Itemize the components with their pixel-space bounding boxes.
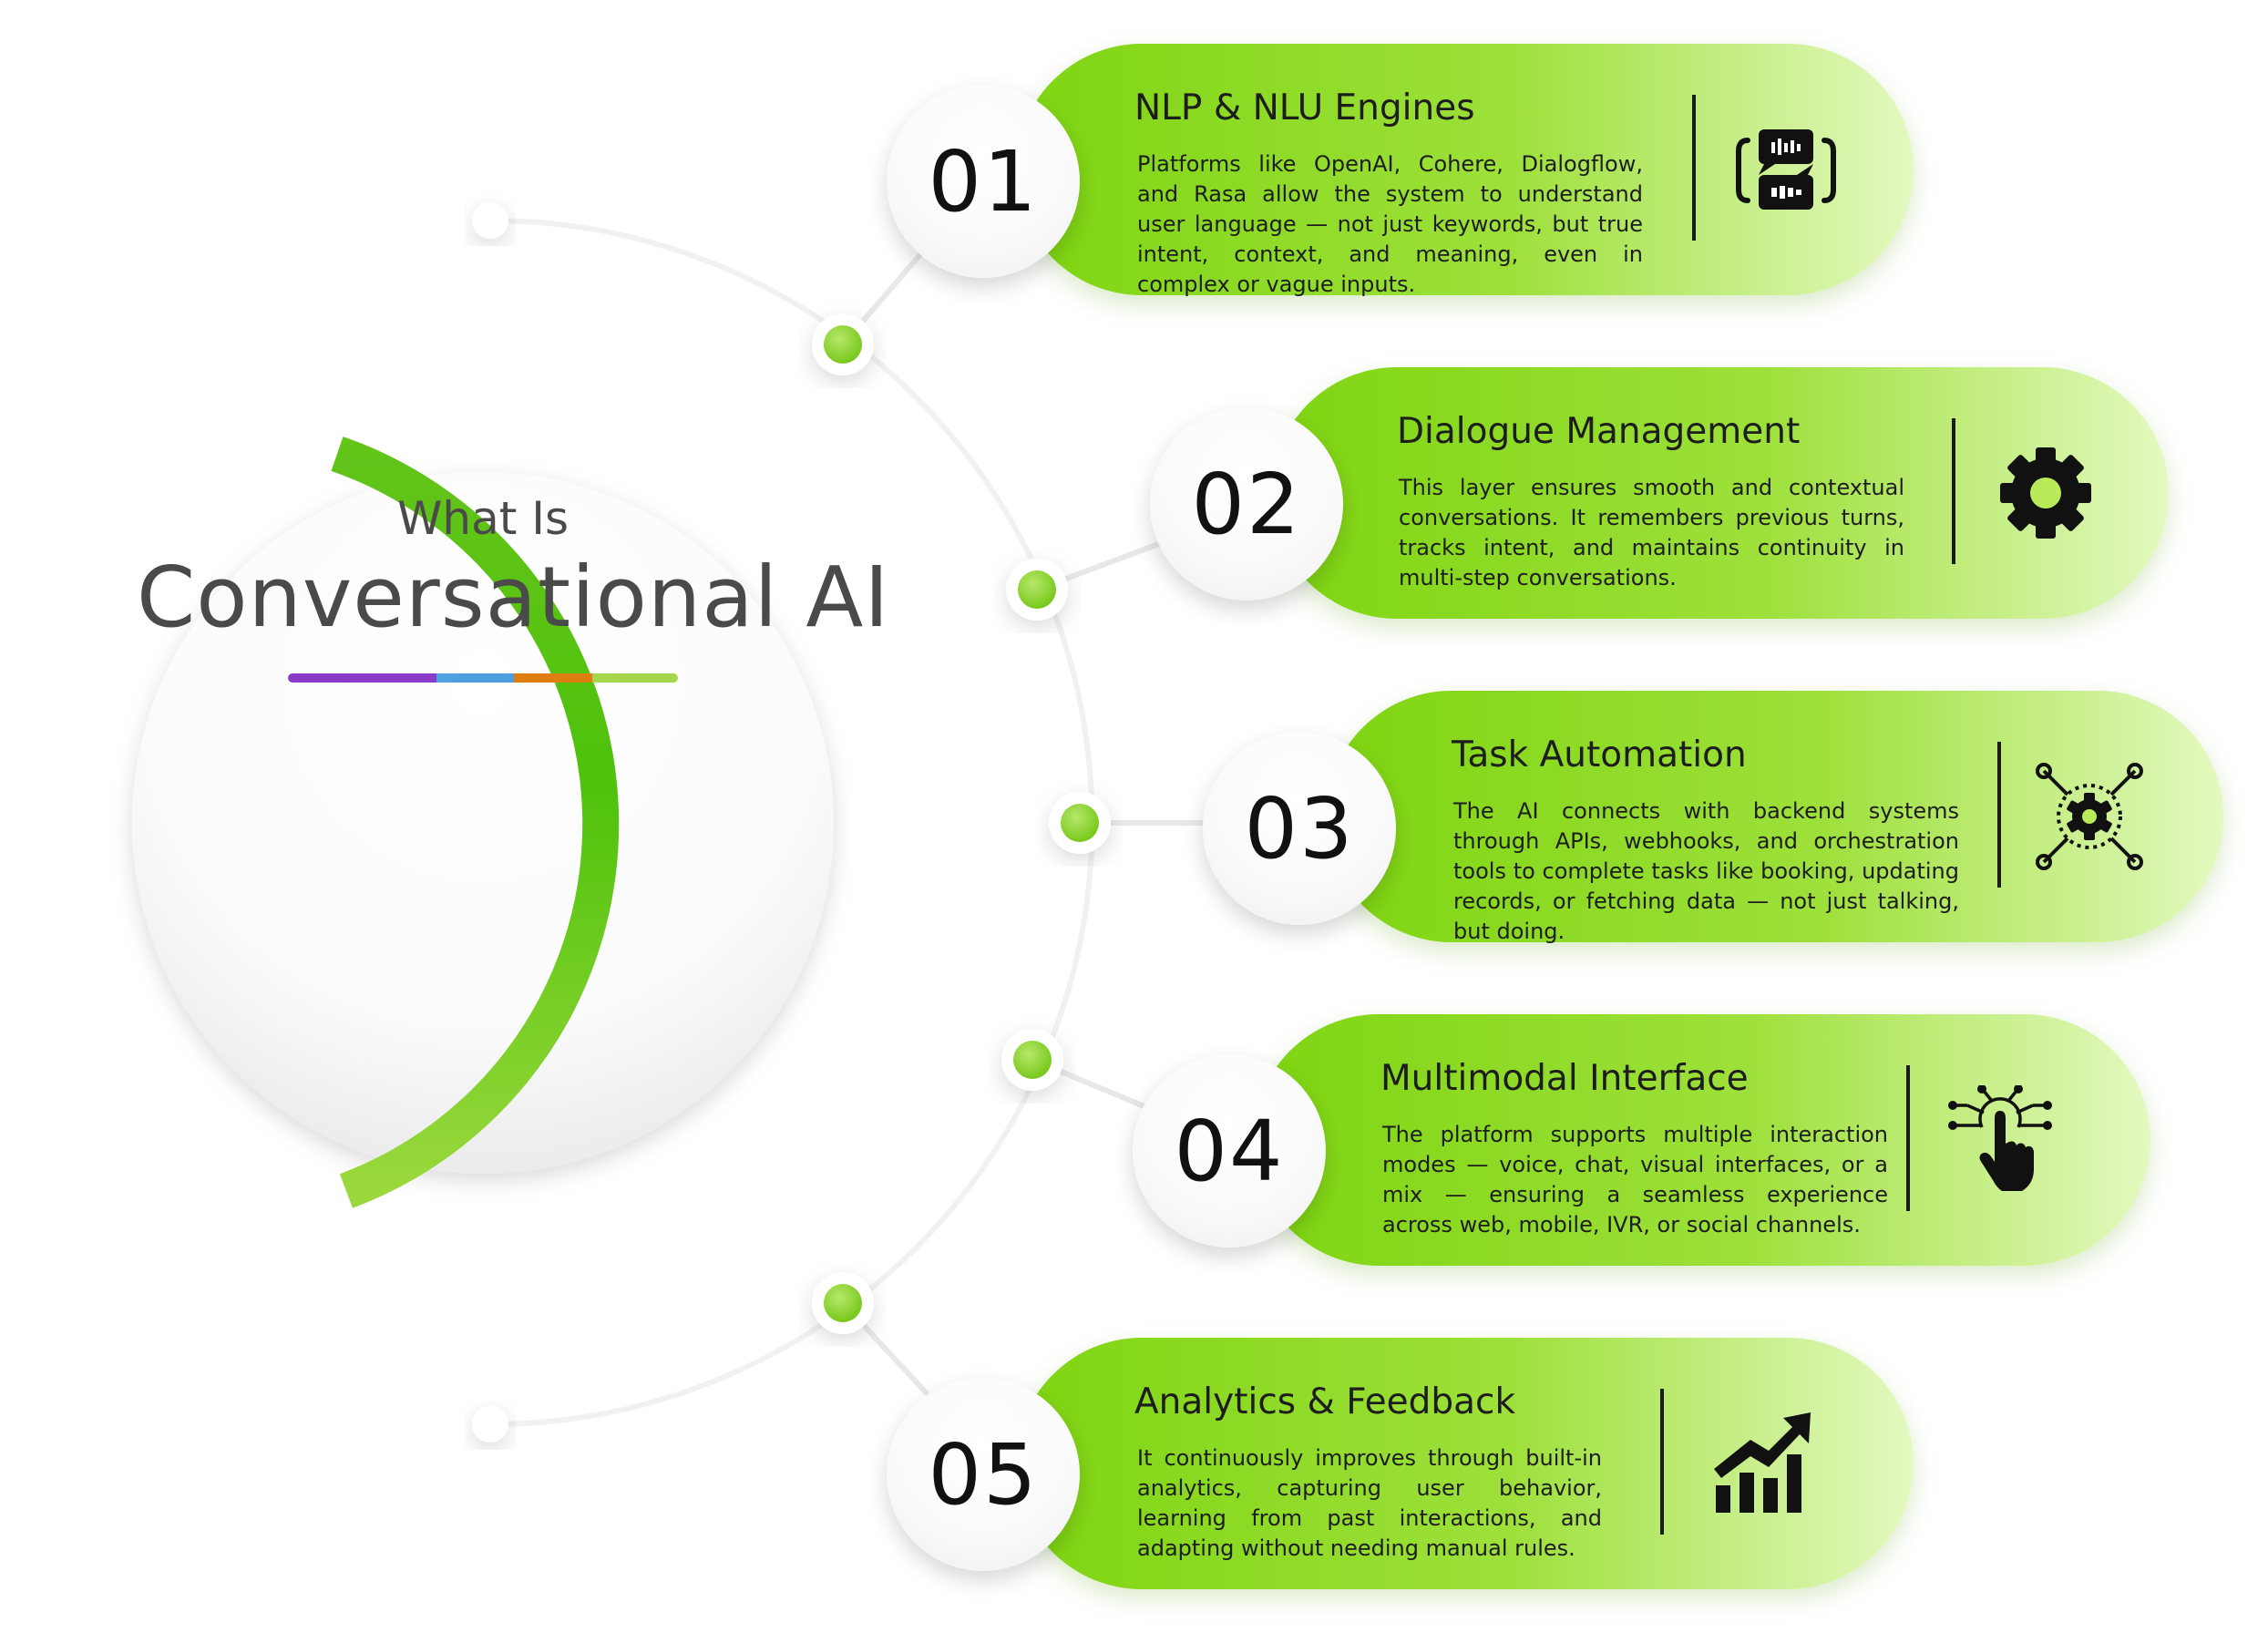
step-heading: NLP & NLU Engines [1134,87,1475,128]
underline-segment [514,673,592,683]
gear-icon [2000,447,2091,539]
arc-node-02 [1006,559,1068,621]
hero-title-block: What Is Conversational AI [137,492,890,683]
underline-segment [288,673,436,683]
step-card-04: Multimodal Interface The platform suppor… [1253,1014,2150,1266]
step-number-05: 05 [887,1378,1080,1571]
underline-segment [436,673,515,683]
touch-network-icon [1948,1085,2052,1191]
step-heading: Task Automation [1452,734,1747,775]
step-card-03: Task Automation The AI connects with bac… [1326,691,2223,944]
underline-segment [591,673,678,683]
arc-end-bottom [472,1406,508,1443]
arc-node-01 [812,313,874,375]
step-description: The platform supports multiple interacti… [1382,1122,1888,1237]
growth-chart-icon [1714,1412,1811,1513]
step-heading: Multimodal Interface [1380,1058,1749,1099]
step-card-05: Analytics & Feedback It continuously imp… [1016,1338,1914,1589]
step-description: This layer ensures smooth and contextual… [1399,475,1904,590]
hero-title: Conversational AI [137,549,890,646]
step-description: It continuously improves through built-i… [1137,1445,1602,1561]
step-number-03: 03 [1203,732,1396,925]
hero-circle [132,472,834,1174]
step-description: The AI connects with backend systems thr… [1453,798,1959,944]
arc-node-05 [812,1272,874,1334]
automation-network-icon [2036,763,2143,870]
step-number-01: 01 [887,85,1080,278]
step-number-04: 04 [1133,1054,1326,1248]
step-description: Platforms like OpenAI, Cohere, Dialogflo… [1137,151,1643,297]
hero-ring [331,436,620,1208]
step-heading: Analytics & Feedback [1134,1381,1516,1422]
hero-underline [288,673,678,683]
step-divider [1692,95,1696,241]
step-divider [1997,742,2001,888]
step-divider [1660,1389,1664,1535]
step-divider [1952,418,1955,564]
arc-node-03 [1049,792,1111,854]
step-number-02: 02 [1150,407,1343,601]
step-card-02: Dialogue Management This layer ensures s… [1271,367,2169,619]
step-heading: Dialogue Management [1397,411,1801,452]
step-card-01: NLP & NLU Engines Platforms like OpenAI,… [1016,44,1914,297]
arc-node-04 [1001,1029,1063,1091]
step-divider [1906,1065,1910,1211]
hero-subtitle: What Is [396,492,570,545]
chat-bubbles-icon [1736,129,1836,210]
arc-end-top [472,202,508,239]
